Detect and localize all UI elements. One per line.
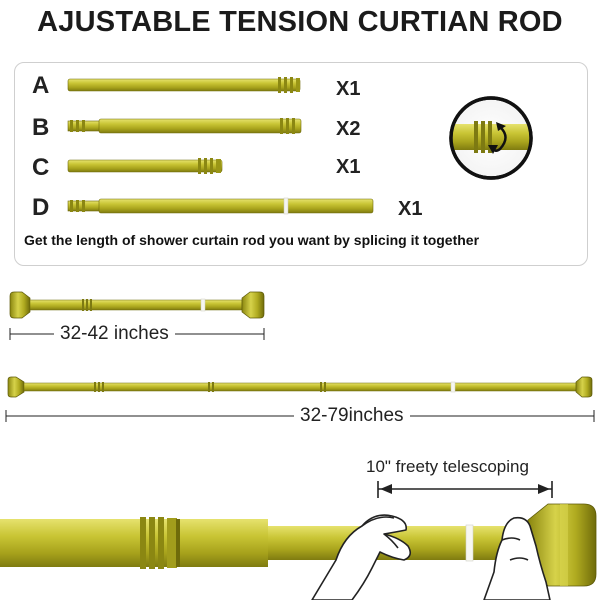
short-rod <box>9 291 265 319</box>
short-rod-length: 32-42 inches <box>54 323 175 345</box>
part-label-b: B <box>32 114 50 141</box>
part-qty-b: X2 <box>336 118 361 140</box>
page-title: AJUSTABLE TENSION CURTIAN ROD <box>37 6 563 38</box>
part-qty-c: X1 <box>336 156 361 178</box>
part-b-rod <box>67 118 302 134</box>
splice-caption: Get the length of shower curtain rod you… <box>24 232 480 248</box>
closeup-rod <box>0 503 597 587</box>
long-rod-length: 32-79inches <box>294 405 410 427</box>
part-a-rod <box>67 77 301 93</box>
telescoping-arrow <box>377 481 553 498</box>
part-label-d: D <box>32 194 50 221</box>
part-d-rod <box>67 197 374 215</box>
twist-detail-zoom <box>449 96 533 180</box>
hand-icon <box>311 514 551 600</box>
long-rod <box>7 376 593 398</box>
part-label-a: A <box>32 72 50 99</box>
part-qty-d: X1 <box>398 198 423 220</box>
part-qty-a: X1 <box>336 78 361 100</box>
telescoping-label: 10" freety telescoping <box>366 457 529 477</box>
twist-arrow-icon <box>488 122 507 154</box>
part-label-c: C <box>32 154 50 181</box>
part-c-rod <box>67 158 223 174</box>
